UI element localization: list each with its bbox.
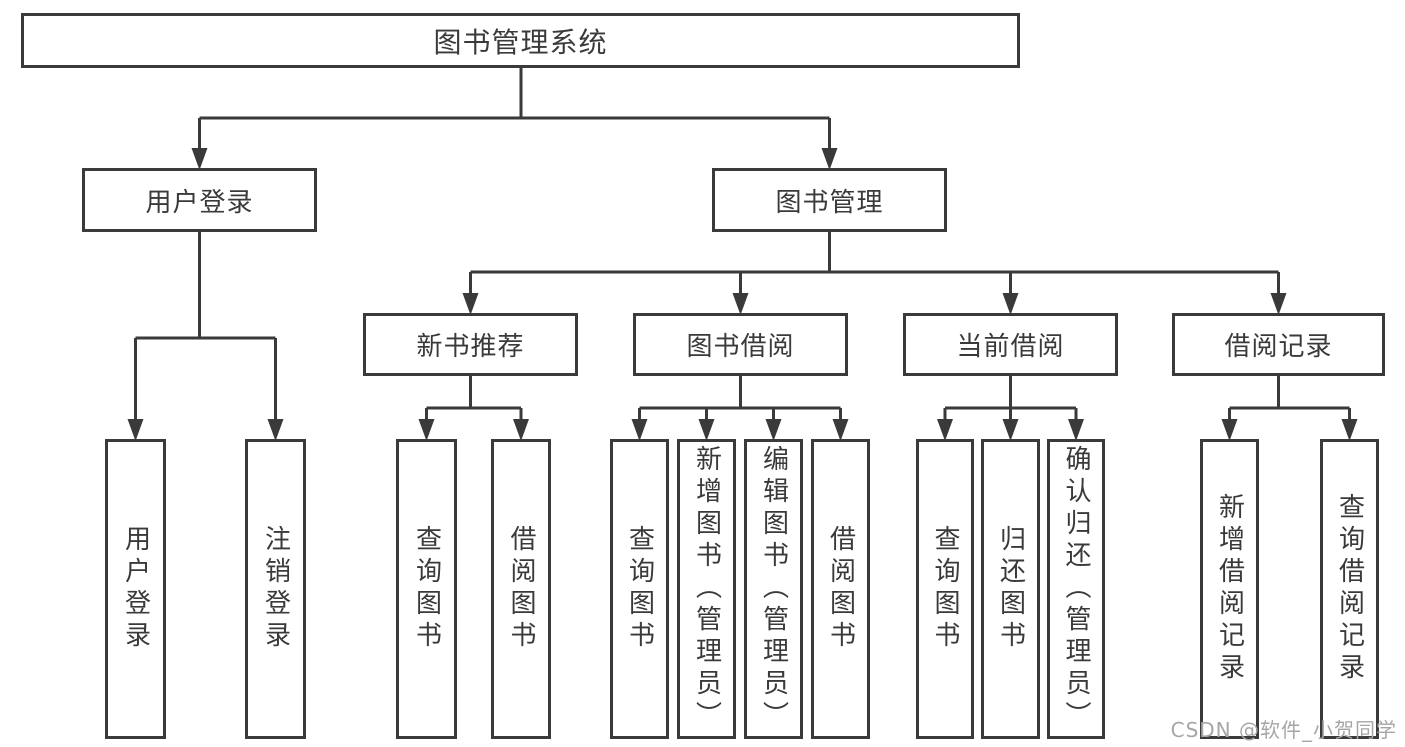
node-label: 用户登录 — [120, 525, 151, 653]
node-leaf-user-login: 用户登录 — [105, 439, 166, 739]
connector-book-borrow — [638, 376, 842, 421]
node-label: 查询借阅记录 — [1334, 493, 1365, 685]
node-user-login: 用户登录 — [82, 168, 317, 232]
node-label: 新书推荐 — [416, 332, 525, 362]
node-label: 编辑图书（管理员） — [758, 445, 789, 733]
node-leaf-borrow-books-recommend: 借阅图书 — [491, 439, 551, 739]
node-label: 确认归还（管理员） — [1061, 445, 1091, 733]
node-leaf-confirm-return-admin: 确认归还（管理员） — [1047, 439, 1105, 739]
node-leaf-query-books-current: 查询图书 — [916, 439, 974, 739]
csdn-watermark: CSDN @软件_小贺同学 — [1170, 718, 1397, 742]
node-label: 图书借阅 — [686, 332, 795, 362]
connector-root — [198, 66, 831, 150]
connector-new-book — [425, 376, 523, 421]
node-leaf-return-books: 归还图书 — [981, 439, 1040, 739]
node-borrowing-records: 借阅记录 — [1172, 313, 1385, 376]
node-leaf-add-books-admin: 新增图书（管理员） — [677, 439, 736, 739]
connector-user-login — [134, 232, 277, 421]
node-label: 归还图书 — [995, 525, 1026, 653]
node-label: 用户登录 — [145, 187, 254, 218]
node-current-borrowing: 当前借阅 — [903, 313, 1118, 376]
node-leaf-query-borrow-record: 查询借阅记录 — [1320, 439, 1379, 739]
node-leaf-query-books-recommend: 查询图书 — [396, 439, 457, 739]
node-label: 新增借阅记录 — [1214, 493, 1245, 685]
connector-current-borrow — [943, 376, 1078, 421]
node-leaf-edit-books-admin: 编辑图书（管理员） — [744, 439, 803, 739]
node-label: 查询图书 — [930, 525, 960, 653]
node-book-borrowing: 图书借阅 — [633, 313, 848, 376]
node-label: 借阅图书 — [506, 525, 536, 653]
node-library-management-system: 图书管理系统 — [21, 13, 1020, 68]
connector-book-management — [469, 232, 1280, 295]
node-leaf-query-books-borrow: 查询图书 — [610, 439, 669, 739]
arrowheads — [127, 148, 1358, 441]
node-leaf-logout: 注销登录 — [245, 439, 306, 739]
node-book-management: 图书管理 — [712, 168, 947, 232]
node-label: 查询图书 — [411, 525, 442, 653]
node-label: 查询图书 — [624, 525, 655, 653]
node-label: 借阅图书 — [825, 525, 856, 653]
node-leaf-add-borrow-record: 新增借阅记录 — [1200, 439, 1259, 739]
connector-borrow-records — [1228, 376, 1351, 421]
node-label: 注销登录 — [260, 525, 291, 653]
node-label: 当前借阅 — [956, 332, 1065, 362]
node-label: 新增图书（管理员） — [691, 445, 722, 733]
node-leaf-borrow-books: 借阅图书 — [811, 439, 870, 739]
node-label: 图书管理 — [775, 187, 884, 218]
node-label: 图书管理系统 — [433, 25, 608, 59]
node-label: 借阅记录 — [1224, 332, 1333, 362]
node-new-book-recommendation: 新书推荐 — [363, 313, 578, 376]
